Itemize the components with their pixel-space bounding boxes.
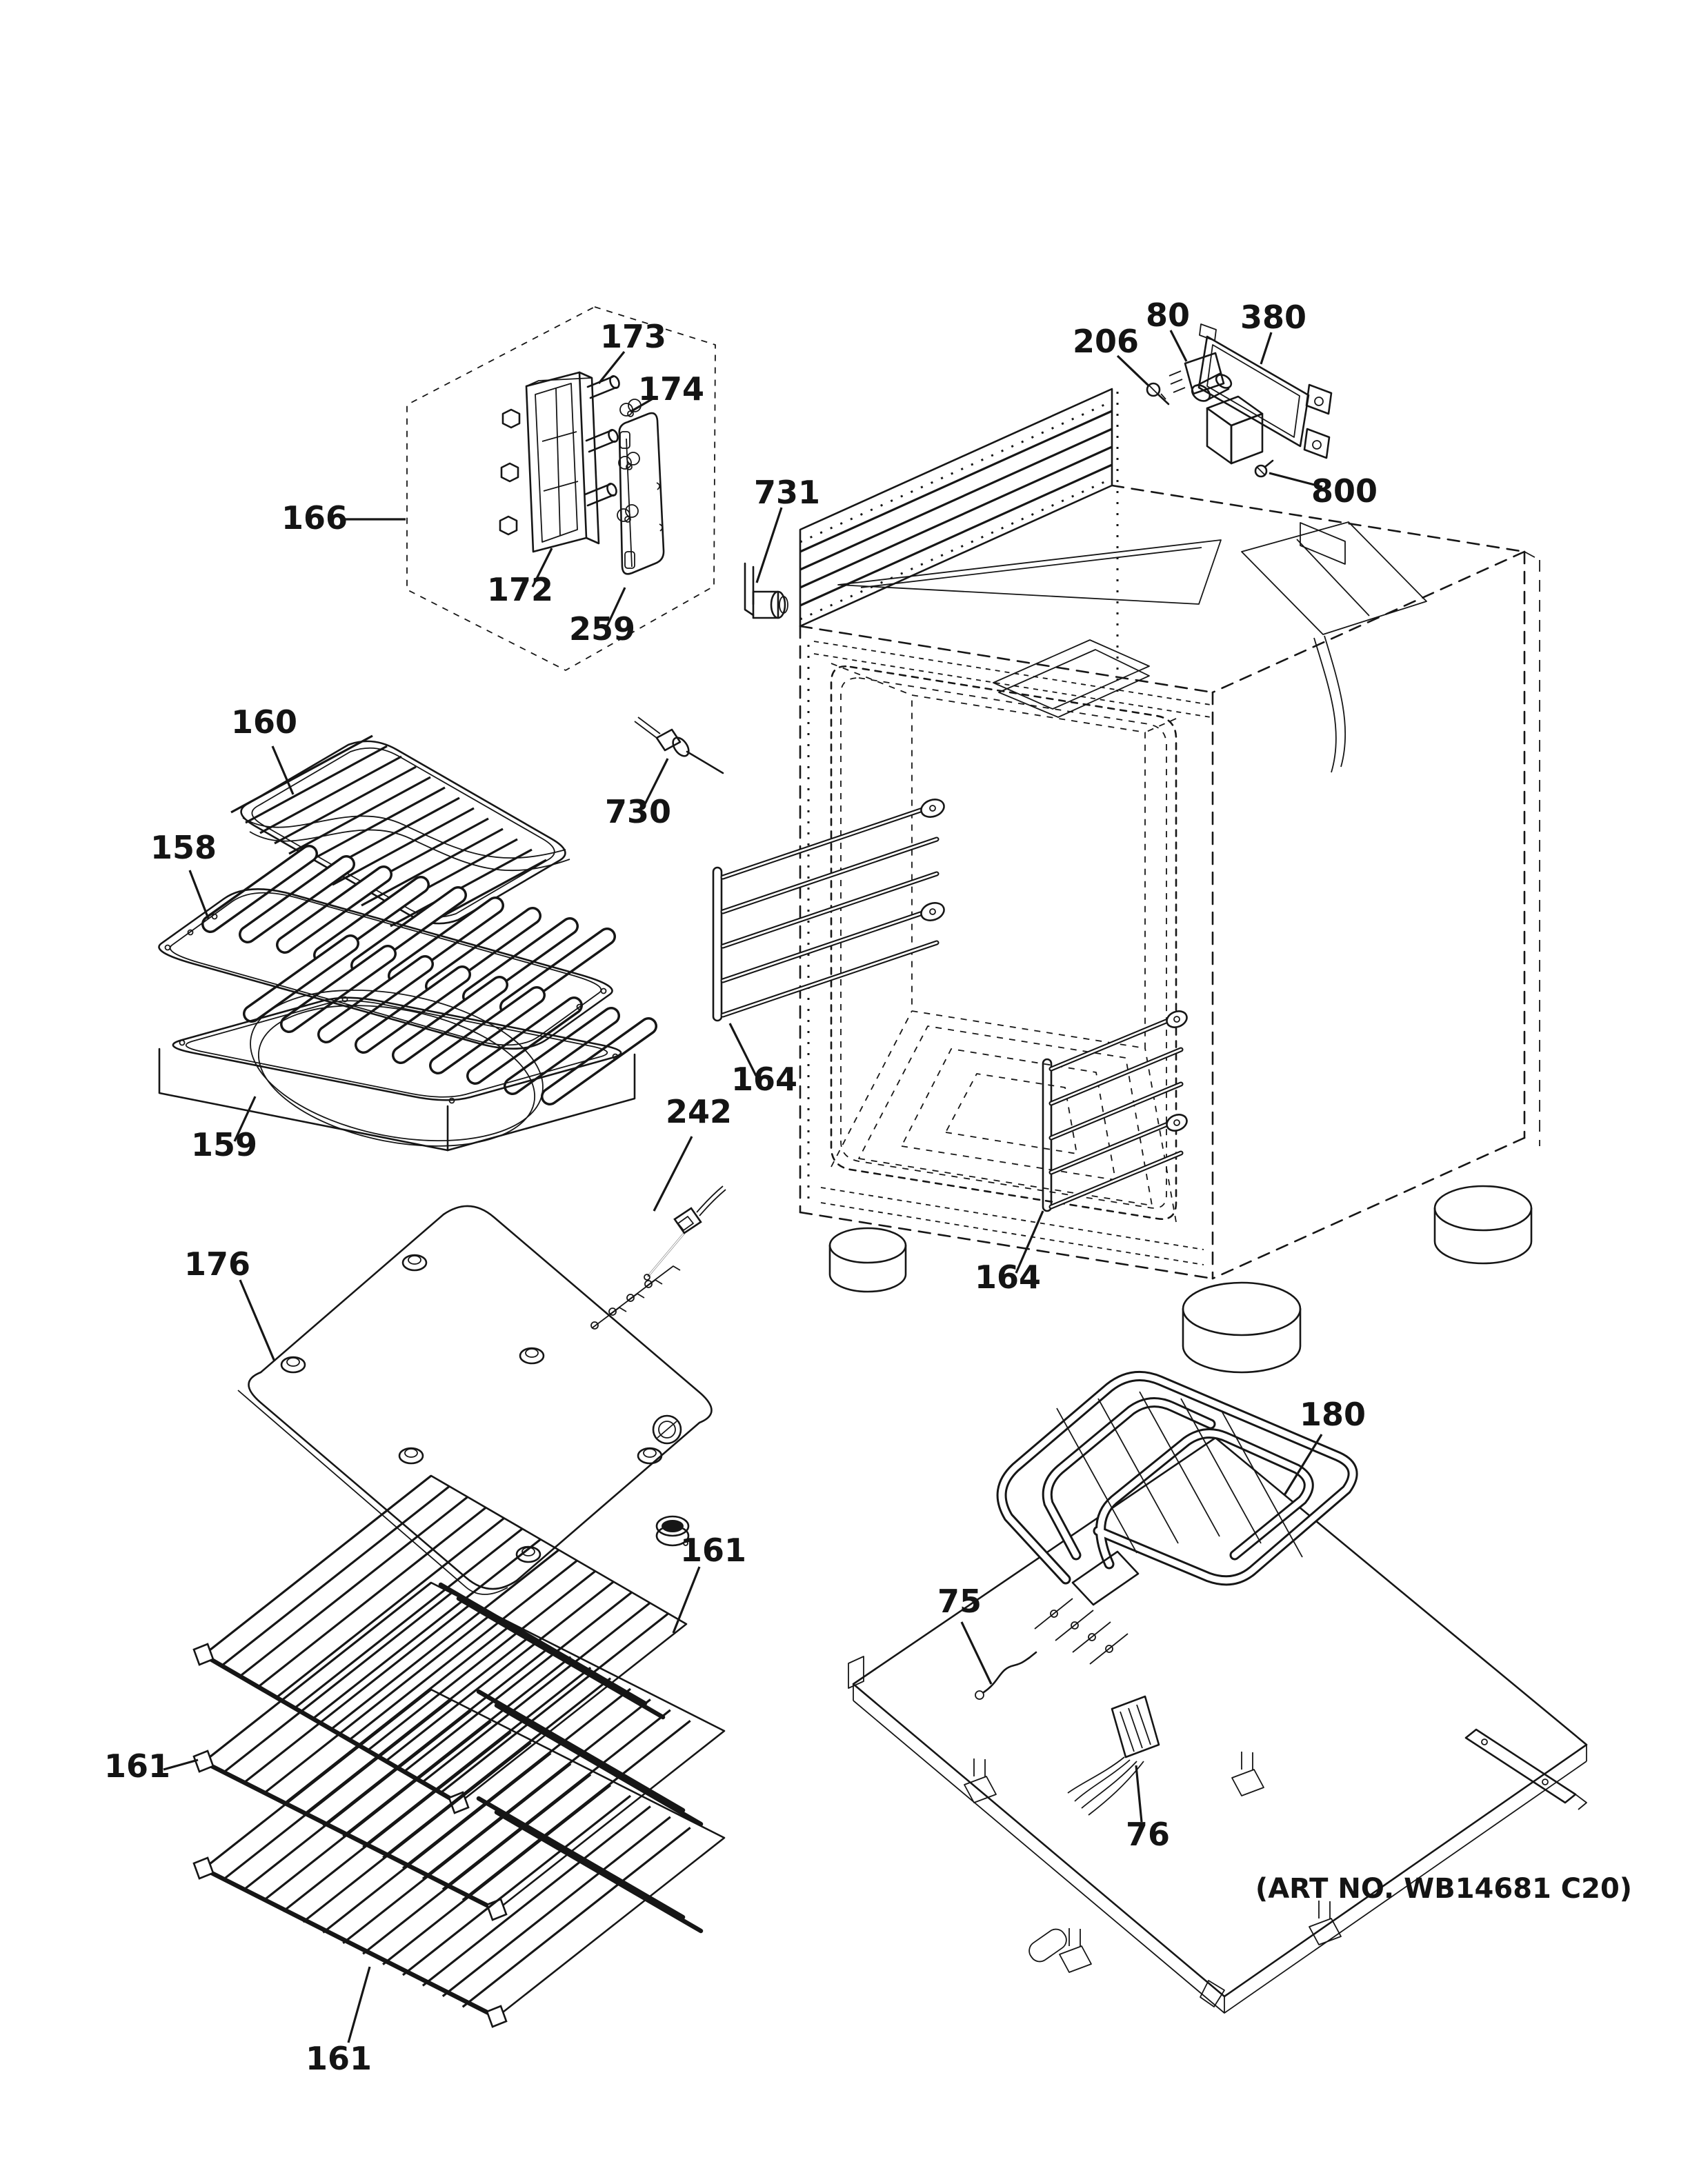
part-label-161-bottom: 161 xyxy=(306,2040,372,2077)
switch-shafts-173 xyxy=(584,375,620,507)
part-label-158: 158 xyxy=(150,829,217,866)
oven-rack-1 xyxy=(192,1474,688,1814)
relay-board-80 xyxy=(1169,352,1264,465)
range-cabinet xyxy=(799,388,1540,1374)
inset-dashed-border xyxy=(406,306,716,671)
part-label-242: 242 xyxy=(666,1093,732,1130)
floor-panel xyxy=(852,1436,1588,1998)
part-label-730: 730 xyxy=(605,793,671,830)
back-panel-slats xyxy=(799,410,1113,607)
part-label-172: 172 xyxy=(487,571,553,608)
relay-bracket-380 xyxy=(1197,323,1333,459)
oven-rack-2 xyxy=(192,1581,726,1921)
oven-cavity xyxy=(830,663,1177,1223)
part-label-164-left: 164 xyxy=(731,1061,797,1098)
part-label-166: 166 xyxy=(281,499,348,537)
bake-element-180 xyxy=(996,1370,1358,1665)
part-label-164-right: 164 xyxy=(975,1259,1041,1296)
part-labels: 160 158 159 166 172 173 174 259 730 731 … xyxy=(104,297,1378,2077)
part-label-180: 180 xyxy=(1300,1396,1366,1433)
part-label-161-left: 161 xyxy=(104,1747,170,1785)
bottom-panel-176 xyxy=(237,1205,713,1595)
part-label-80: 80 xyxy=(1146,297,1190,334)
rack-guide-right-164 xyxy=(1042,1010,1188,1212)
top-flap-left xyxy=(837,539,1222,605)
control-housing-172 xyxy=(499,371,600,553)
control-cover-259 xyxy=(618,412,665,575)
part-label-75: 75 xyxy=(937,1583,982,1620)
oven-sensor-242 xyxy=(644,1185,726,1281)
bracket-strip xyxy=(1464,1728,1587,1810)
broil-rack-160 xyxy=(230,734,570,938)
screw-800-icon xyxy=(1254,459,1274,478)
part-label-259: 259 xyxy=(569,610,635,648)
part-label-161-right: 161 xyxy=(680,1532,746,1569)
oven-rack-3 xyxy=(192,1688,726,2028)
terminal-pins xyxy=(590,1265,681,1330)
part-label-176: 176 xyxy=(184,1245,250,1283)
part-label-800: 800 xyxy=(1311,472,1378,510)
part-label-380: 380 xyxy=(1240,299,1306,336)
part-label-174: 174 xyxy=(638,370,704,408)
screw-206-icon xyxy=(1146,382,1170,405)
art-number: (ART NO. WB14681 C20) xyxy=(1255,1873,1632,1905)
leader-lines xyxy=(163,330,1323,2043)
part-label-731: 731 xyxy=(754,474,820,511)
control-panel-inset xyxy=(406,306,716,671)
part-label-160: 160 xyxy=(231,703,297,741)
part-label-173: 173 xyxy=(600,318,666,355)
rack-guide-left-164 xyxy=(712,799,945,1022)
jumper-wire-75 xyxy=(975,1651,1037,1700)
grommets xyxy=(280,1254,663,1563)
relay-assembly xyxy=(1146,323,1333,478)
cabinet-feet xyxy=(828,1185,1533,1374)
plug-connector-76 xyxy=(1067,1695,1160,1816)
grill-insert-158 xyxy=(158,845,657,1105)
vent-grommet xyxy=(655,1515,690,1547)
top-flap-right xyxy=(1241,521,1427,635)
part-label-76: 76 xyxy=(1126,1816,1170,1853)
top-plate xyxy=(993,639,1150,710)
meat-probe-730 xyxy=(634,717,724,774)
panel-tabs xyxy=(964,1752,1342,1973)
back-cutout xyxy=(1300,522,1346,565)
broiler-pan-159 xyxy=(158,989,636,1152)
part-label-159: 159 xyxy=(191,1126,257,1163)
lamp-bracket-731 xyxy=(744,562,788,619)
part-label-206: 206 xyxy=(1073,323,1139,360)
oven-floor-assembly xyxy=(848,1370,1588,2014)
